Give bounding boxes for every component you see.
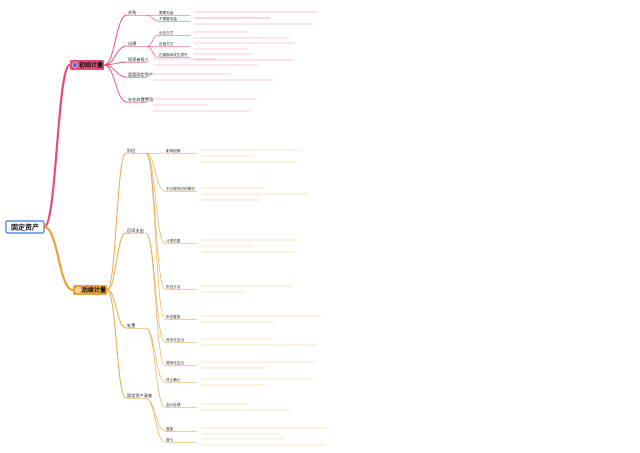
leaf-label: 自营方式 <box>159 41 174 46</box>
subtopic-label: 处置 <box>127 322 135 329</box>
subtopic-connector <box>106 289 127 329</box>
leaf-label: 折旧方法 <box>166 284 181 289</box>
leaf-connector <box>146 14 159 16</box>
subtopic-label: 投资者投入 <box>128 56 150 63</box>
leaf-connector <box>145 398 166 443</box>
leaf-label: 折旧复核 <box>166 314 181 319</box>
leaf-label: 盘盈 <box>166 426 174 431</box>
main-topic-label: 后续计量 <box>82 286 106 294</box>
subtopic-label: 盘盈固定资产 <box>128 71 153 78</box>
subtopic-label: 外购 <box>128 9 136 16</box>
pin-icon <box>72 62 78 68</box>
subtopic-connector <box>106 232 127 291</box>
main-topic-1[interactable]: 初始计量 <box>70 60 104 70</box>
main-topic-2[interactable]: 后续计量 <box>73 285 107 295</box>
subtopic-label: 折旧 <box>127 147 135 154</box>
leaf-connector <box>145 328 166 408</box>
leaf-label: 终止确认 <box>166 377 181 382</box>
root-node-label: 固定资产 <box>11 223 39 232</box>
subtopic-label: 存在弃置费用 <box>128 96 153 103</box>
leaf-label: 影响因素 <box>166 148 181 153</box>
subtopic-label: 固定资产清查 <box>127 392 153 399</box>
main-topic-box <box>70 60 104 70</box>
leaf-label: 费用化支出 <box>166 360 184 365</box>
leaf-connector <box>145 153 166 290</box>
leaf-connector <box>145 152 166 154</box>
subtopic-label: 自建 <box>128 40 137 47</box>
leaf-label: 不计提折旧的情况 <box>166 186 195 191</box>
subtopic-connector <box>103 14 128 66</box>
leaf-connector <box>146 46 159 58</box>
leaf-label: 盘亏 <box>166 437 174 442</box>
subtopic-connector <box>103 64 128 103</box>
leaf-connector <box>145 153 166 244</box>
main-topic-box <box>73 285 107 295</box>
subtopic-connector <box>103 45 128 66</box>
leaf-connector <box>145 398 166 432</box>
leaf-connector <box>146 34 159 47</box>
subtopic-connector <box>106 289 127 399</box>
leaf-label: 会计处理 <box>166 402 181 407</box>
leaf-connector <box>146 15 159 22</box>
root-node[interactable]: 固定资产 <box>5 220 45 234</box>
cake-icon <box>75 287 81 293</box>
branch-connector <box>43 225 74 292</box>
main-topic-label: 初始计量 <box>79 61 103 69</box>
leaf-connector <box>145 233 166 343</box>
leaf-connector <box>145 233 166 366</box>
subtopic-connector <box>106 152 127 291</box>
leaf-label: 计提范围 <box>166 238 181 243</box>
branch-connector <box>42 63 72 229</box>
leaf-label: 不需要安装 <box>159 16 177 21</box>
leaf-label: 资本化支出 <box>166 337 184 342</box>
leaf-connector <box>145 328 166 383</box>
leaf-label: 在建期间发生损失 <box>159 52 188 57</box>
leaf-label: 出包方式 <box>159 30 174 35</box>
leaf-connector <box>145 153 166 320</box>
leaf-label: 需要安装 <box>159 10 174 15</box>
subtopic-label: 后续支出 <box>127 227 144 234</box>
